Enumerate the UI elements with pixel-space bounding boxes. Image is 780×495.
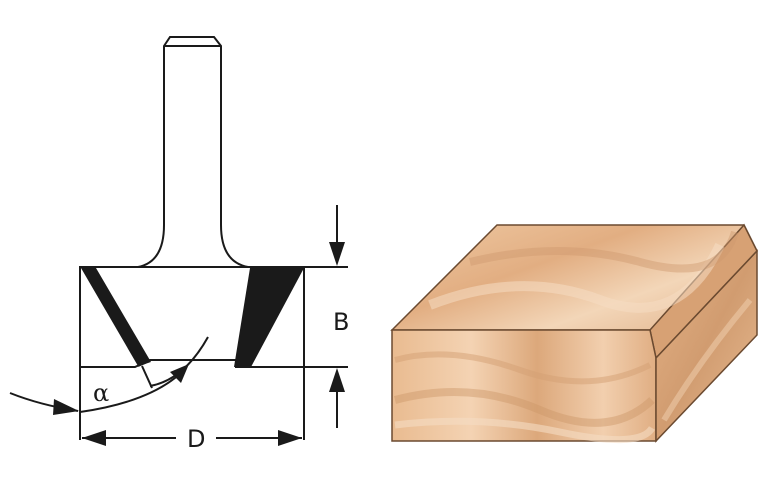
angle-label: α xyxy=(93,379,109,407)
depth-arrowhead-bottom xyxy=(329,368,345,392)
wood-grain-top-2 xyxy=(469,230,739,273)
right-carbide-insert xyxy=(234,268,304,367)
wood-workpiece xyxy=(390,223,758,444)
arrowheads xyxy=(53,242,345,446)
diameter-label: D xyxy=(187,425,205,453)
insert-tip-base xyxy=(137,360,151,367)
left-carbide-insert xyxy=(81,268,151,366)
angle-arrowhead-left xyxy=(53,399,79,415)
angle-leader xyxy=(141,365,153,389)
wood-grain-front-1 xyxy=(394,351,652,385)
depth-arrowhead-top xyxy=(329,242,345,266)
angle-arc-inner xyxy=(79,371,183,413)
depth-label: B xyxy=(333,308,349,336)
wood-grain-front-3 xyxy=(394,417,656,444)
angle-arrowhead-right xyxy=(170,364,189,383)
shank xyxy=(137,36,249,268)
router-bit xyxy=(79,36,305,368)
wood-grain-side-1 xyxy=(661,298,753,422)
wood-grain-front-2 xyxy=(393,388,655,427)
diameter-arrowhead-right xyxy=(278,430,302,446)
diameter-arrowhead-left xyxy=(82,430,106,446)
wood-grain-top-1 xyxy=(428,242,725,313)
